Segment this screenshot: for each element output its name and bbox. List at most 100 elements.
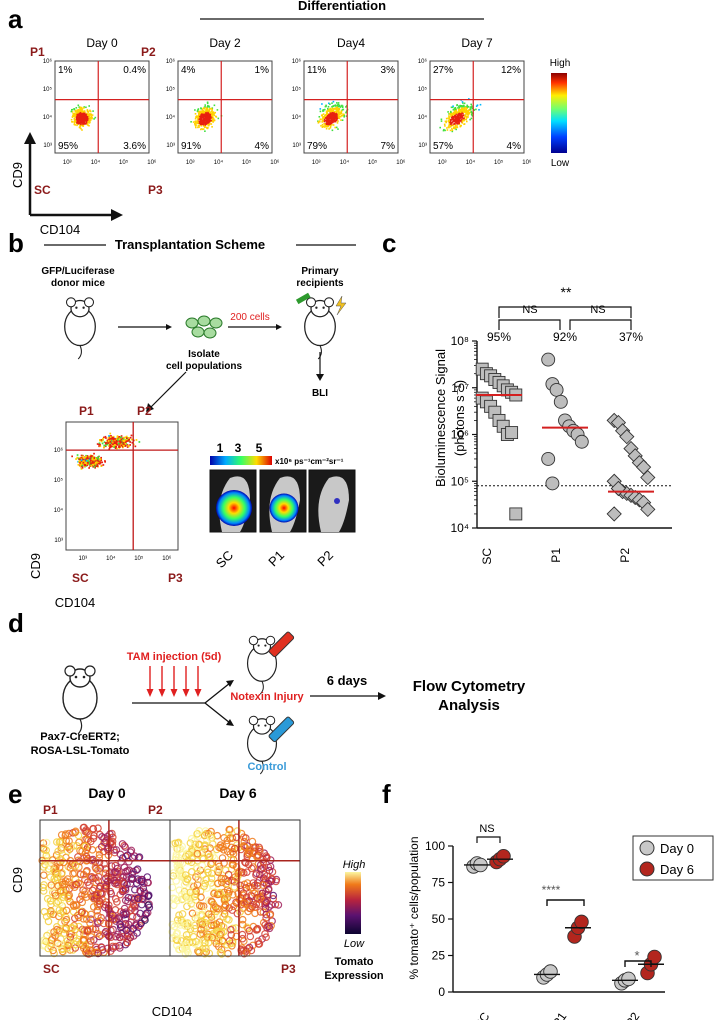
event-circle (83, 925, 92, 934)
x-tick-label: 10⁴ (91, 159, 101, 166)
event-circle (255, 900, 264, 908)
event-dot (322, 117, 325, 119)
event-dot (462, 105, 465, 108)
event-dot (204, 124, 207, 126)
recipients-label-2: recipients (296, 278, 344, 289)
event-dot (207, 116, 209, 118)
event-dot (93, 464, 96, 467)
event-dot (457, 118, 459, 120)
event-circle (104, 877, 112, 886)
event-dot (469, 109, 471, 111)
event-dot (208, 106, 211, 108)
event-circle (244, 907, 252, 916)
event-circle (121, 896, 130, 905)
event-dot (336, 106, 339, 109)
panel-d-label: d (8, 608, 24, 638)
event-circle (252, 871, 260, 879)
event-dot (464, 115, 467, 118)
event-circle (183, 875, 192, 884)
panel-e-label: e (8, 779, 22, 809)
event-dot (460, 105, 462, 107)
event-dot (85, 456, 88, 459)
x-tick-label: 10⁵ (494, 159, 504, 166)
event-dot (118, 438, 121, 441)
event-circle (62, 906, 71, 915)
event-dot (127, 440, 129, 442)
event-dot (457, 120, 459, 122)
y-axis-label-1: Bioluminescence Signal (433, 349, 448, 487)
lightning-icon (335, 295, 347, 316)
event-dot (454, 127, 456, 130)
event-circle (223, 893, 231, 901)
tam-injection-label: TAM injection (5d) (127, 651, 222, 663)
event-dot (471, 107, 474, 109)
event-dot (328, 109, 331, 112)
event-dot (79, 456, 81, 459)
event-dot (110, 435, 112, 437)
event-dot (80, 124, 83, 127)
event-dot (332, 109, 334, 111)
event-dot (322, 113, 325, 115)
event-dot (106, 439, 109, 442)
event-dot (76, 456, 79, 459)
event-circle (68, 924, 77, 933)
event-circle (44, 917, 53, 926)
event-dot (454, 118, 457, 121)
event-circle (84, 926, 92, 935)
quadrant-percent: 11% (307, 65, 326, 76)
event-dot (196, 110, 199, 112)
event-dot (79, 107, 81, 110)
event-dot (108, 435, 110, 437)
event-dot (79, 126, 81, 128)
event-dot (91, 114, 94, 116)
event-circle (96, 900, 104, 908)
event-dot (468, 111, 471, 114)
event-dot (446, 129, 449, 131)
event-dot (469, 106, 472, 108)
event-dot (80, 120, 82, 122)
event-dot (323, 118, 325, 120)
event-dot (458, 105, 460, 107)
event-circle (204, 868, 212, 877)
event-dot (115, 439, 118, 442)
event-dot (330, 121, 333, 123)
event-dot (88, 467, 90, 469)
event-circle (176, 921, 185, 929)
event-dot (206, 117, 208, 119)
point-p1 (574, 434, 589, 449)
event-circle (70, 869, 79, 877)
event-dot (197, 109, 199, 111)
event-dot (200, 128, 203, 130)
event-dot (452, 109, 455, 111)
event-circle (190, 836, 198, 845)
event-dot (200, 128, 202, 131)
event-dot (78, 106, 80, 108)
event-dot (448, 123, 451, 125)
event-dot (329, 111, 332, 113)
event-dot (82, 124, 85, 127)
event-dot (333, 120, 336, 123)
event-dot (343, 114, 345, 117)
quadrant-percent: 12% (501, 65, 521, 76)
event-dot (343, 113, 345, 116)
event-dot (339, 106, 342, 108)
event-dot (88, 463, 91, 466)
event-dot (327, 110, 329, 112)
event-circle (47, 881, 56, 889)
event-dot (463, 119, 465, 121)
event-dot (440, 118, 443, 121)
event-dot (79, 458, 81, 461)
event-dot (318, 116, 321, 118)
event-dot (455, 110, 458, 113)
event-dot (454, 117, 456, 119)
event-circle (76, 880, 85, 888)
event-dot (112, 437, 115, 439)
event-dot (120, 445, 122, 448)
event-circle (272, 877, 280, 886)
axis-label-cd9: CD9 (28, 553, 43, 579)
event-dot (84, 117, 87, 119)
event-dot (82, 461, 85, 464)
event-circle (124, 925, 132, 933)
event-dot (121, 445, 124, 448)
